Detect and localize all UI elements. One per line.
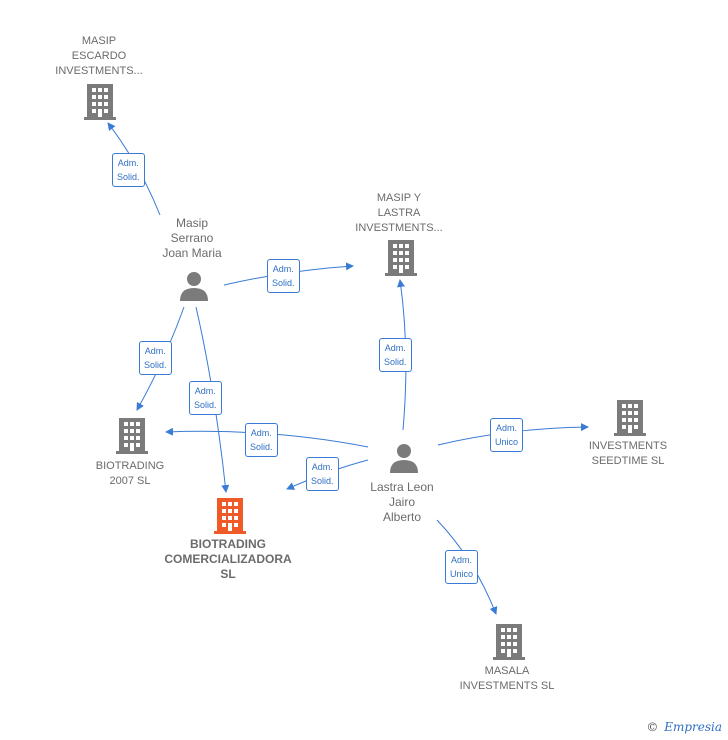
node-biotrading-2007[interactable] — [116, 418, 148, 459]
building-icon — [614, 400, 646, 436]
footer-brand: © Empresia — [646, 720, 722, 734]
node-masip-serrano[interactable] — [178, 270, 210, 307]
label-biotrading-2007: BIOTRADING 2007 SL — [95, 460, 165, 487]
node-lastra-leon[interactable] — [388, 442, 420, 479]
node-investments-seedtime[interactable] — [614, 400, 646, 441]
edge-label-adm-solid[interactable]: Adm. Solid. — [112, 153, 145, 187]
person-icon — [390, 444, 418, 473]
person-icon — [180, 272, 208, 301]
node-masala-investments[interactable] — [493, 624, 525, 665]
edge-label-adm-unico[interactable]: Adm. Unico — [490, 418, 524, 452]
copyright-symbol: © — [646, 720, 659, 734]
edge-label-adm-solid[interactable]: Adm. Solid. — [379, 338, 412, 372]
edge-label-adm-solid[interactable]: Adm. Solid. — [189, 381, 222, 415]
edge-label-adm-solid[interactable]: Adm. Solid. — [245, 423, 278, 457]
building-icon — [385, 240, 417, 276]
node-masip-y-lastra[interactable] — [385, 240, 417, 281]
label-masip-y-lastra: MASIP Y LASTRA INVESTMENTS... — [355, 192, 443, 234]
label-lastra-leon: Lastra Leon Jairo Alberto — [370, 480, 434, 524]
label-investments-seedtime: INVESTMENTS SEEDTIME SL — [588, 440, 668, 467]
label-masip-serrano: Masip Serrano Joan Maria — [162, 216, 222, 260]
brand-name: Empresia — [664, 720, 722, 734]
label-masip-escardo: MASIP ESCARDO INVESTMENTS... — [55, 35, 143, 77]
building-icon — [493, 624, 525, 660]
building-icon — [116, 418, 148, 454]
edge-label-adm-solid[interactable]: Adm. Solid. — [139, 341, 172, 375]
node-biotrading-comercializadora[interactable] — [214, 498, 246, 539]
edge-label-adm-unico[interactable]: Adm. Unico — [445, 550, 479, 584]
label-masala-investments: MASALA INVESTMENTS SL — [459, 665, 555, 692]
building-icon — [84, 84, 116, 120]
node-masip-escardo[interactable] — [84, 84, 116, 125]
building-icon — [214, 498, 246, 534]
edge-label-adm-solid[interactable]: Adm. Solid. — [267, 259, 300, 293]
label-biotrading-comercializadora: BIOTRADING COMERCIALIZADORA SL — [164, 537, 292, 581]
edge-label-adm-solid[interactable]: Adm. Solid. — [306, 457, 339, 491]
